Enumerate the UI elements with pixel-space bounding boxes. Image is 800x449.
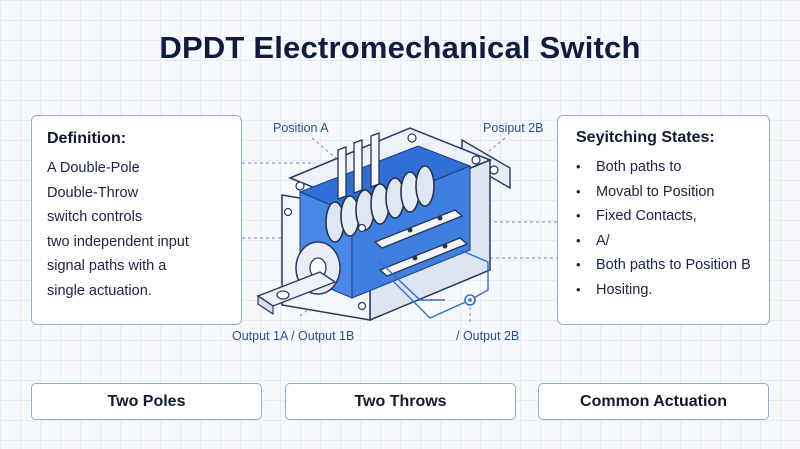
- page-title: DPDT Electromechanical Switch: [159, 30, 641, 65]
- left-flange-edge: [257, 294, 274, 316]
- wire-paths: [379, 249, 489, 319]
- list-item: • Movabl to Position: [576, 180, 759, 205]
- state-text: Hositing.: [596, 281, 653, 298]
- coil-spring-icon: [325, 165, 435, 243]
- list-item: • A/: [576, 229, 759, 254]
- wire-path: [379, 261, 445, 301]
- callout-output-1: Output 1A / Output 1B: [232, 329, 355, 343]
- bullet-icon: •: [576, 257, 581, 272]
- callout-position-a: Position A: [273, 121, 329, 135]
- two-throws-button[interactable]: Two Throws: [285, 383, 516, 420]
- two-poles-button[interactable]: Two Poles: [31, 383, 262, 420]
- callout-position-b: Posiput 2B: [483, 121, 544, 135]
- callout-output-2: / Output 2B: [456, 329, 520, 343]
- flange-hole-icon: [276, 290, 290, 300]
- definition-panel: Definition: A Double-Pole Double-Throw s…: [31, 115, 242, 325]
- wire-path: [391, 279, 471, 319]
- definition-line: two independent input: [47, 233, 189, 250]
- bullet-icon: •: [576, 183, 581, 199]
- leader-line-position-a: [311, 137, 339, 161]
- definition-line: single actuation.: [47, 282, 152, 299]
- terminal-pin: [353, 139, 363, 194]
- wire-path: [459, 249, 489, 301]
- bullet-icon: •: [576, 159, 581, 174]
- switching-states-list: • Both paths to • Movabl to Position • Fixe…: [576, 155, 759, 302]
- list-item: • Hositing.: [576, 278, 759, 303]
- state-text: Both paths to Position B: [596, 257, 751, 273]
- bullet-icon: •: [576, 208, 581, 223]
- terminal-node-dot: [468, 298, 472, 302]
- definition-line: signal paths with a: [47, 258, 167, 274]
- bullet-icon: •: [576, 232, 581, 248]
- bullet-icon: •: [576, 281, 581, 297]
- terminal-pin: [370, 132, 380, 188]
- definition-line: switch controls: [47, 209, 143, 225]
- list-item: • Both paths to: [576, 155, 759, 180]
- contact-studs: [407, 215, 448, 261]
- state-text: A/: [596, 232, 610, 249]
- state-text: Fixed Contacts,: [596, 208, 697, 224]
- switching-states-heading: Seyitching States:: [576, 129, 715, 146]
- definition-line: Double-Throw: [47, 184, 139, 201]
- list-item: • Fixed Contacts,: [576, 204, 759, 229]
- state-text: Movabl to Position: [596, 183, 715, 200]
- switching-states-panel: Seyitching States: • Both paths to • Movab…: [557, 115, 770, 325]
- definition-heading: Definition:: [47, 130, 127, 147]
- list-item: • Both paths to Position B: [576, 253, 759, 278]
- common-actuation-button[interactable]: Common Actuation: [538, 383, 769, 420]
- flange-hole-icon: [489, 165, 499, 175]
- state-text: Both paths to: [596, 159, 682, 175]
- terminal-pin: [337, 146, 347, 200]
- terminal-pins: [337, 132, 380, 200]
- definition-line: A Double-Pole: [47, 160, 140, 176]
